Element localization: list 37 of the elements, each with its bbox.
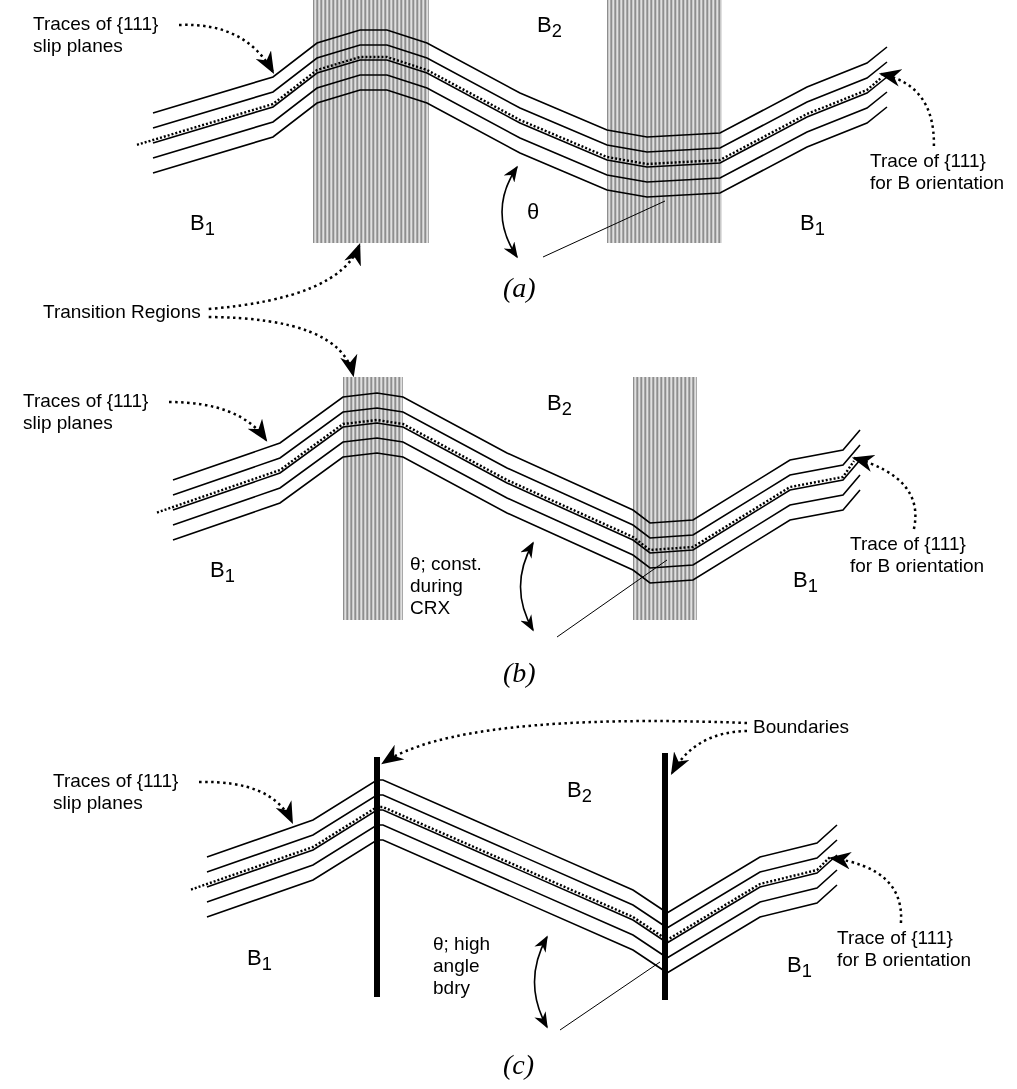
leader-line [179,23,275,74]
region-label: B$_{1}$ [800,211,825,242]
panel-label: (a) [503,273,536,303]
callout-text: Traces of {111} slip planes [53,770,193,814]
region-label: B$_{1}$ [247,946,272,977]
region-label: B$_{1}$ [793,568,818,599]
region-label: B$_{2}$ [567,778,592,809]
leader-line [381,719,748,765]
panel-label: (c) [503,1050,535,1080]
callout-text: Trace of {111} for B orientation [870,150,1012,194]
transition-region [313,0,429,243]
angle-label: θ; high angle bdry [433,933,492,999]
callout-text: Traces of {111} slip planes [23,390,163,434]
leader-line [199,780,294,824]
callout-text: Trace of {111} for B orientation [837,927,979,971]
leader-line [670,729,748,775]
angle-label: θ; const. during CRX [410,553,483,619]
transition-region [633,377,697,620]
region-label: B$_{1}$ [787,953,812,984]
region-label: B$_{2}$ [547,391,572,422]
callout-text: Boundaries [753,716,850,738]
callout-text: Trace of {111} for B orientation [850,533,992,577]
leader-line [208,243,361,311]
leader-line [828,852,903,924]
leader-line [208,315,356,378]
callout-text: Traces of {111} slip planes [33,13,173,57]
leader-line [168,400,268,442]
transition-region [343,377,403,620]
angle-label: θ [527,200,540,224]
region-label: B$_{1}$ [190,211,215,242]
region-label: B$_{2}$ [537,13,562,44]
leader-line [851,455,917,530]
region-label: B$_{1}$ [210,558,235,589]
panel-label: (b) [503,658,536,688]
callout-text: Transition Regions [43,301,201,323]
transition-region [607,0,722,243]
leader-line [878,70,936,147]
